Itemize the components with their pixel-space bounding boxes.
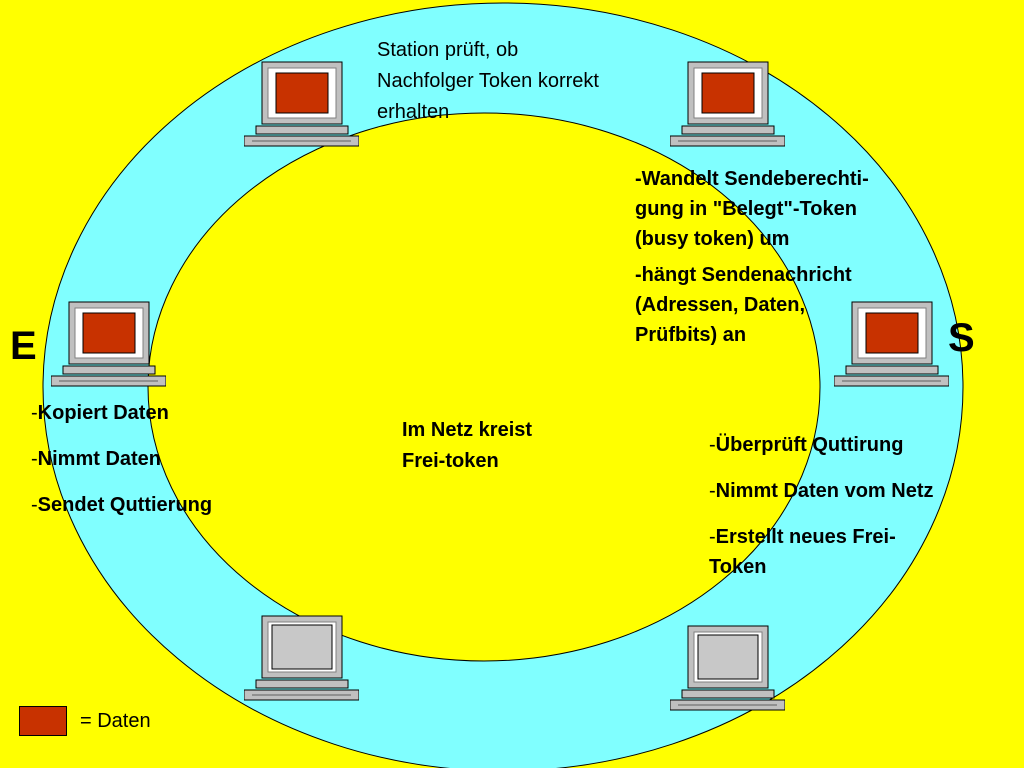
top-note-line: Nachfolger Token korrekt [377,70,599,92]
sender-step-1-line: gung in "Belegt"-Token [635,198,857,220]
sender-step-2-line: Prüfbits) an [635,324,747,346]
receiver-step: -Nimmt Daten [31,448,162,470]
legend-label: = Daten [80,710,151,732]
sender-step-2-line: (Adressen, Daten, [635,294,806,316]
bottom-right-computer [669,624,786,717]
label-e: E [10,324,37,368]
top-note-line: Station prüft, ob [377,39,519,61]
center-text: Im Netz kreist Frei-token [402,415,532,477]
receiver-step: -Sendet Quttierung [31,494,213,516]
return-step: -Nimmt Daten vom Netz [709,480,934,502]
label-s: S [948,316,975,360]
receiver-step: -Kopiert Daten [31,402,169,424]
top-note: Station prüft, ob Nachfolger Token korre… [377,35,599,128]
receiver-steps: -Kopiert Daten -Nimmt Daten -Sendet Qutt… [31,398,212,520]
top-left-computer [243,60,360,153]
legend-data-swatch [19,706,67,736]
return-step: -Erstellt neues Frei- [709,526,896,548]
bottom-left-computer [243,614,360,707]
sender-step-2: -hängt Sendenachricht [635,264,852,286]
return-steps: -Überprüft Quttirung -Nimmt Daten vom Ne… [709,430,933,582]
top-note-line: erhalten [377,101,450,123]
return-step-line: Token [709,556,767,578]
sender-step-1: -Wandelt Sendeberechti- [635,168,869,190]
sender-steps: -Wandelt Sendeberechti- gung in "Belegt"… [635,164,869,350]
center-text-line: Im Netz kreist [402,419,533,441]
center-text-line: Frei-token [402,450,499,472]
top-right-computer [669,60,786,153]
sender-step-1-line: (busy token) um [635,228,790,250]
left-computer-e [50,300,167,393]
right-computer-s [833,300,950,393]
return-step: -Überprüft Quttirung [709,434,904,456]
